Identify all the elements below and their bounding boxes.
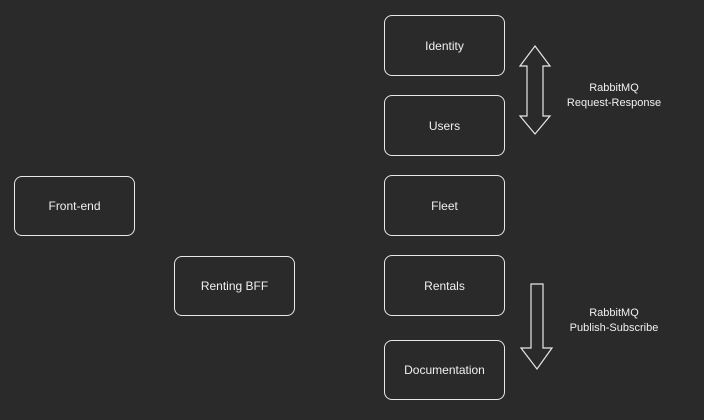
request-response-label: RabbitMQ Request-Response	[555, 81, 673, 111]
fleet-label: Fleet	[431, 198, 458, 213]
request-response-line1: RabbitMQ	[589, 82, 639, 94]
front-end-node[interactable]: Front-end	[14, 176, 135, 236]
renting-bff-label: Renting BFF	[200, 279, 269, 293]
documentation-label: Documentation	[404, 363, 485, 377]
front-end-label: Front-end	[48, 199, 101, 213]
rentals-label: Rentals	[424, 278, 465, 293]
publish-subscribe-arrow	[519, 283, 554, 371]
request-response-double-arrow	[518, 45, 552, 135]
publish-subscribe-line2: Publish-Subscribe	[569, 322, 659, 334]
down-arrow-shape	[519, 283, 554, 371]
rentals-node[interactable]: Rentals	[384, 255, 505, 316]
renting-bff-node[interactable]: Renting BFF	[174, 256, 295, 316]
identity-node[interactable]: Identity	[384, 15, 505, 76]
double-arrow-shape	[518, 45, 552, 135]
request-response-line2: Request-Response	[566, 97, 662, 109]
publish-subscribe-label: RabbitMQ Publish-Subscribe	[555, 306, 673, 336]
fleet-node[interactable]: Fleet	[384, 175, 505, 236]
documentation-node[interactable]: Documentation	[384, 340, 505, 400]
users-label: Users	[428, 118, 461, 133]
users-node[interactable]: Users	[384, 95, 505, 156]
publish-subscribe-line1: RabbitMQ	[589, 307, 639, 319]
identity-label: Identity	[425, 38, 464, 53]
